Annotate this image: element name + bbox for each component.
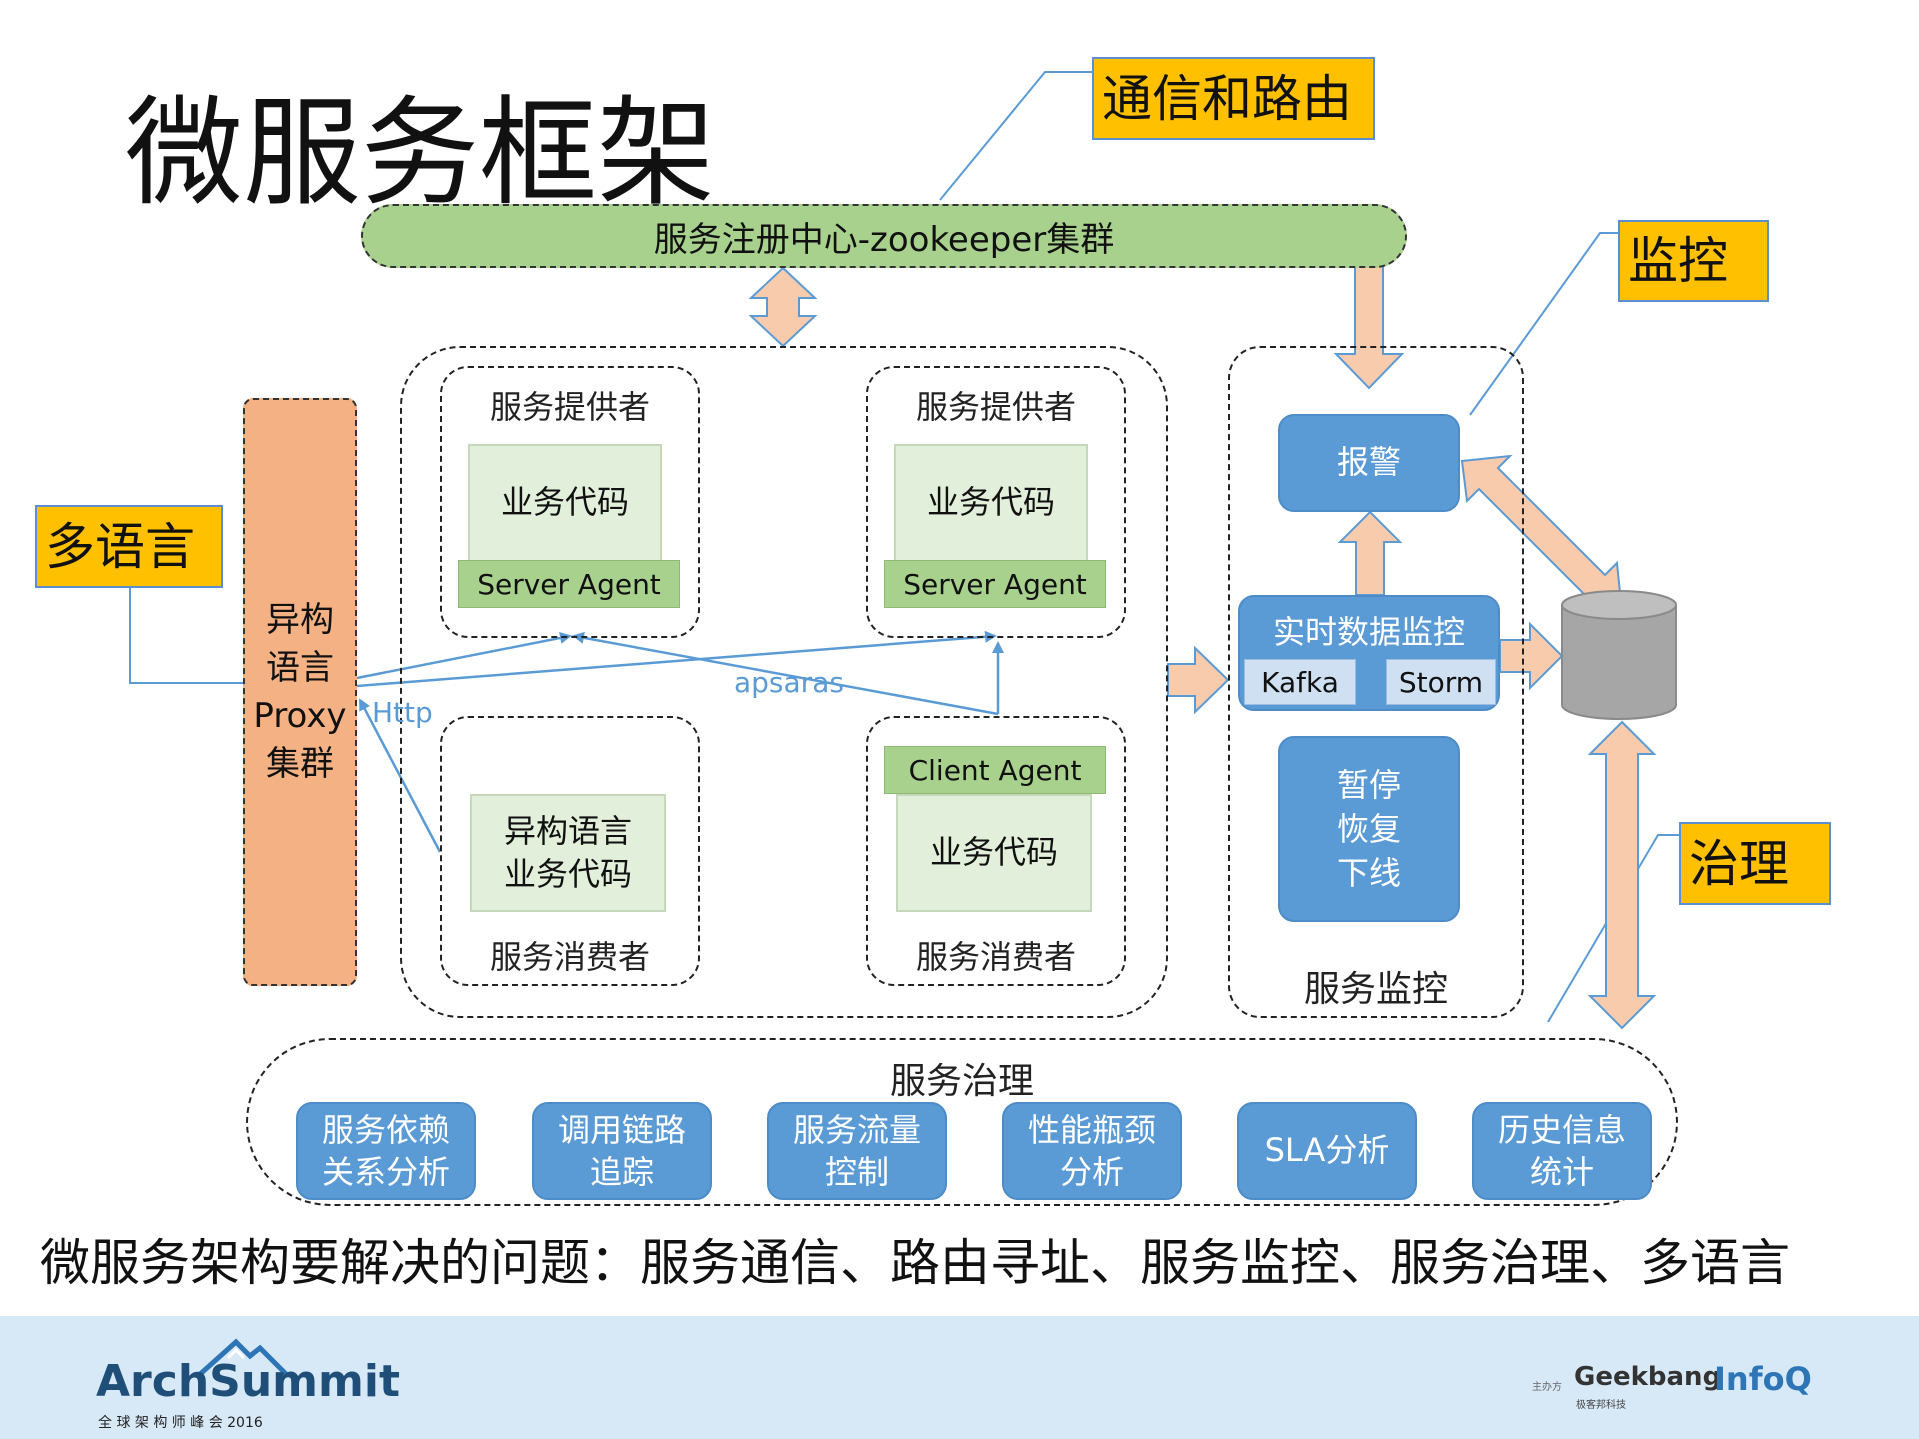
action-resume: 恢复 [1336, 810, 1401, 848]
governance-item-line: 统计 [1529, 1153, 1594, 1191]
page-title: 微服务框架 [125, 84, 716, 222]
governance-item-sla: SLA分析 [1237, 1102, 1417, 1200]
geekbang-subtitle: 极客邦科技 [1576, 1400, 1626, 1411]
hetero-code-line-1: 异构语言 [503, 811, 632, 850]
apsaras-label: apsaras [734, 666, 844, 699]
business-code-box: 业务代码 [894, 444, 1088, 562]
archsummit-logo: ArchSummit [96, 1356, 400, 1407]
database-icon [1561, 590, 1677, 720]
realtime-monitor-box: 实时数据监控 Kafka Storm [1238, 595, 1500, 711]
hetero-code-box: 异构语言 业务代码 [470, 794, 666, 912]
registry-cluster: 服务注册中心-zookeeper集群 [361, 204, 1407, 268]
client-agent-box: Client Agent [884, 746, 1106, 794]
routing-leader-line [939, 71, 1092, 201]
governance-item-traffic: 服务流量 控制 [767, 1102, 947, 1200]
kafka-box: Kafka [1244, 659, 1356, 705]
realtime-label: 实时数据监控 [1272, 613, 1465, 651]
proxy-to-provider2-arrow [356, 630, 997, 688]
action-pause: 暂停 [1336, 766, 1401, 804]
sponsor-prefix: 主办方 [1532, 1382, 1562, 1393]
monitor-label: 服务监控 [1303, 969, 1448, 1010]
governance-leader-line [1547, 834, 1679, 1023]
callout-routing: 通信和路由 [1092, 57, 1375, 140]
governance-item-tracing: 调用链路 追踪 [532, 1102, 712, 1200]
registry-services-double-arrow [748, 266, 818, 348]
storm-box: Storm [1386, 659, 1496, 705]
proxy-line-4: 集群 [266, 744, 334, 784]
summary-text: 微服务架构要解决的问题：服务通信、路由寻址、服务监控、服务治理、多语言 [40, 1234, 1790, 1292]
governance-item-line: 控制 [824, 1153, 889, 1191]
arch-mountain-icon [198, 1338, 288, 1378]
business-code-box: 业务代码 [896, 794, 1092, 912]
governance-item-line: 追踪 [589, 1153, 654, 1191]
callout-multilang: 多语言 [35, 505, 223, 588]
multilang-leader-line [129, 588, 243, 684]
client-to-provider1-arrow [572, 631, 999, 716]
http-label: Http [372, 696, 433, 729]
governance-item-history: 历史信息 统计 [1472, 1102, 1652, 1200]
db-governance-double-arrow [1587, 720, 1657, 1030]
governance-label: 服务治理 [889, 1061, 1034, 1102]
action-offline: 下线 [1336, 854, 1401, 892]
provider-label: 服务提供者 [489, 388, 650, 426]
callout-governance: 治理 [1679, 822, 1831, 905]
governance-item-line: 性能瓶颈 [1027, 1111, 1156, 1149]
callout-monitor: 监控 [1618, 220, 1769, 302]
geekbang-logo: Geekbang [1574, 1362, 1722, 1392]
services-container [400, 346, 1168, 1018]
governance-container: 服务治理 [246, 1038, 1678, 1206]
governance-item-line: 分析 [1059, 1153, 1124, 1191]
hetero-code-line-2: 业务代码 [503, 855, 632, 893]
realtime-to-db-arrow [1499, 621, 1564, 691]
monitor-container: 服务监控 [1228, 346, 1524, 1018]
service-actions-box: 暂停 恢复 下线 [1278, 736, 1460, 922]
consumer-box-2: Client Agent 业务代码 服务消费者 [866, 716, 1126, 986]
proxy-line-2: 语言 [266, 648, 334, 688]
consumer-label: 服务消费者 [489, 938, 650, 976]
governance-item-line: 调用链路 [557, 1111, 686, 1149]
governance-item-line: 关系分析 [321, 1153, 450, 1191]
proxy-line-1: 异构 [266, 600, 334, 640]
governance-item-line: 历史信息 [1497, 1111, 1626, 1149]
governance-item-line: 服务依赖 [321, 1111, 450, 1149]
services-to-monitor-arrow [1167, 645, 1230, 715]
archsummit-subtitle: 全 球 架 构 师 峰 会 2016 [98, 1415, 263, 1431]
governance-item-performance: 性能瓶颈 分析 [1002, 1102, 1182, 1200]
business-code-box: 业务代码 [468, 444, 662, 562]
infoq-logo: InfoQ [1714, 1360, 1812, 1398]
provider-box-2: 服务提供者 业务代码 Server Agent [866, 366, 1126, 638]
proxy-line-3: Proxy [253, 696, 347, 736]
provider-label: 服务提供者 [915, 388, 1076, 426]
server-agent-box: Server Agent [884, 560, 1106, 608]
proxy-cluster: 异构 语言 Proxy 集群 [243, 398, 357, 986]
registry-to-alarm-arrow [1333, 265, 1405, 390]
consumer-box-1: 异构语言 业务代码 服务消费者 [440, 716, 700, 986]
alarm-box: 报警 [1278, 414, 1460, 512]
consumer-label: 服务消费者 [915, 938, 1076, 976]
governance-item-dependency: 服务依赖 关系分析 [296, 1102, 476, 1200]
governance-item-line: 服务流量 [792, 1111, 921, 1149]
proxy-to-provider1-arrow [356, 632, 572, 680]
server-agent-box: Server Agent [458, 560, 680, 608]
provider-box-1: 服务提供者 业务代码 Server Agent [440, 366, 700, 638]
governance-item-line: SLA分析 [1264, 1131, 1390, 1170]
footer-bar: ArchSummit 全 球 架 构 师 峰 会 2016 主办方 Geekba… [0, 1316, 1919, 1439]
